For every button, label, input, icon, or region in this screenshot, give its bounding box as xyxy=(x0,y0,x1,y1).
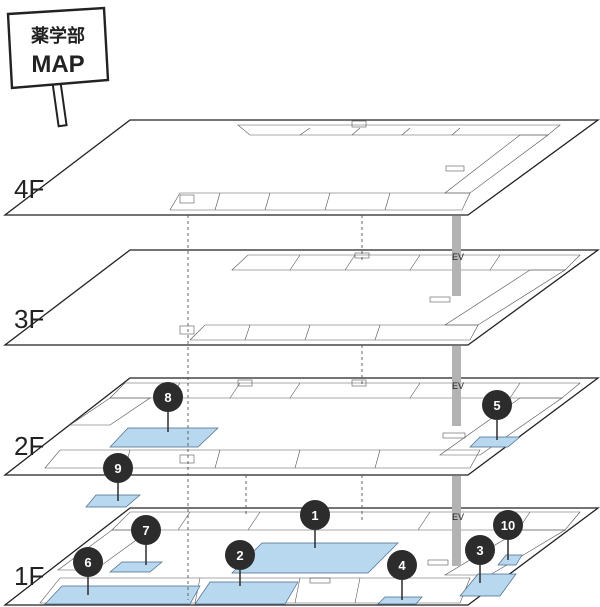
pin-7[interactable]: 7 xyxy=(131,515,161,565)
pin-label-4: 4 xyxy=(398,558,406,573)
floor-4f: 4F xyxy=(3,119,600,216)
pin-label-10: 10 xyxy=(501,518,515,533)
room-highlight-6 xyxy=(44,585,201,605)
room-highlight-9 xyxy=(85,494,141,508)
floor-3f: 3F xyxy=(3,249,600,346)
room-highlight-5 xyxy=(469,436,521,448)
pin-label-5: 5 xyxy=(493,398,500,413)
pin-label-8: 8 xyxy=(164,390,171,405)
floor-label-4f: 4F xyxy=(14,174,44,204)
pin-3[interactable]: 3 xyxy=(465,535,495,583)
pin-2[interactable]: 2 xyxy=(225,540,255,586)
room-highlight-7 xyxy=(109,561,163,573)
map-signboard: 薬学部 MAP xyxy=(6,6,110,128)
elevator-label-3f: EV xyxy=(452,252,464,262)
pin-4[interactable]: 4 xyxy=(387,550,417,600)
pin-label-3: 3 xyxy=(476,543,483,558)
pin-9[interactable]: 9 xyxy=(103,453,133,501)
pin-label-2: 2 xyxy=(236,548,243,563)
sign-title-map: MAP xyxy=(31,51,84,78)
floor-2f: 2F xyxy=(3,377,600,476)
room-highlight-4 xyxy=(377,596,423,605)
room-highlight-3 xyxy=(459,573,517,597)
elevator-label-1f: EV xyxy=(452,512,464,522)
floor-connectors xyxy=(187,215,363,600)
pin-6[interactable]: 6 xyxy=(73,547,103,595)
floor-label-2f: 2F xyxy=(14,431,44,461)
pin-label-1: 1 xyxy=(311,508,318,523)
pin-8[interactable]: 8 xyxy=(153,382,183,432)
pin-10[interactable]: 10 xyxy=(493,510,523,560)
pin-label-7: 7 xyxy=(142,523,149,538)
pin-label-6: 6 xyxy=(84,555,91,570)
elevator-label-2f: EV xyxy=(452,381,464,391)
pin-5[interactable]: 5 xyxy=(482,390,512,440)
floor-label-3f: 3F xyxy=(14,304,44,334)
pin-label-9: 9 xyxy=(114,461,121,476)
room-highlight-10 xyxy=(497,554,523,566)
room-highlight-2 xyxy=(194,581,299,605)
location-pins: 1 2 3 4 5 6 7 xyxy=(73,382,523,600)
elevator-shaft: EV EV EV xyxy=(452,216,464,566)
pin-1[interactable]: 1 xyxy=(300,500,330,548)
sign-title-jp: 薬学部 xyxy=(31,25,85,46)
floor-label-1f: 1F xyxy=(14,561,44,591)
